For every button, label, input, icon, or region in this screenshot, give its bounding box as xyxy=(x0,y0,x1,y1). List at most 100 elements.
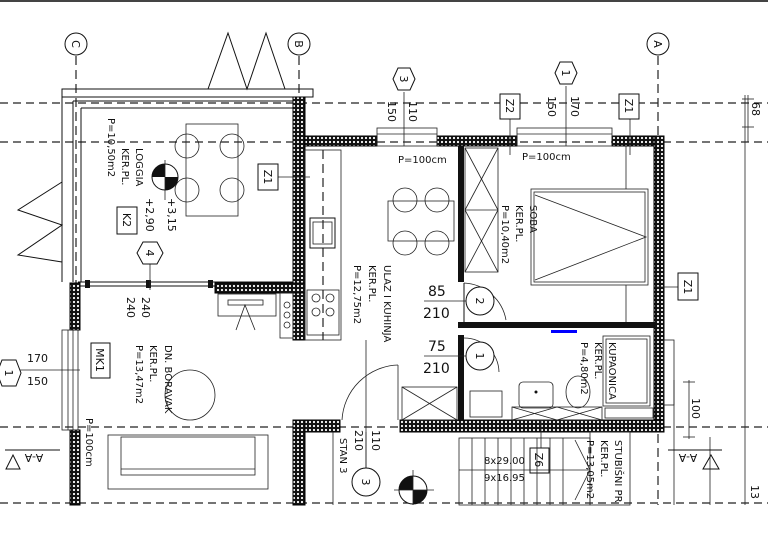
svg-text:110: 110 xyxy=(369,430,382,451)
tag-mk1: MK1 xyxy=(90,342,111,379)
dimension-68: 68 xyxy=(742,95,762,142)
room-label-stairwell: STUBIŠNI PR KER.PL. P=13,05m2 xyxy=(584,440,625,503)
svg-text:KER.PL.: KER.PL. xyxy=(513,205,524,242)
svg-text:DN. BORAVAK: DN. BORAVAK xyxy=(162,345,173,414)
svg-text:3: 3 xyxy=(359,479,372,486)
svg-text:A-A: A-A xyxy=(24,451,43,464)
svg-text:A-A: A-A xyxy=(678,451,697,464)
svg-text:KER.PL.: KER.PL. xyxy=(592,342,603,379)
svg-text:KER.PL.: KER.PL. xyxy=(147,345,158,382)
svg-text:P=10,40m2: P=10,40m2 xyxy=(499,205,510,264)
washing-machine-icon xyxy=(469,390,503,418)
blue-marker xyxy=(551,330,577,333)
svg-text:210: 210 xyxy=(352,430,365,451)
tag-z1-kitchen: Z1 xyxy=(257,163,310,191)
round-table xyxy=(164,369,216,421)
room-label-living: DN. BORAVAK KER.PL. P=13,47m2 xyxy=(133,345,173,414)
svg-text:150: 150 xyxy=(545,96,558,117)
grid-axis-b: B xyxy=(287,32,311,56)
svg-text:1: 1 xyxy=(473,353,486,360)
dining-table-set xyxy=(387,187,455,256)
svg-text:B: B xyxy=(292,40,305,48)
svg-text:75: 75 xyxy=(428,339,446,355)
svg-text:P=12,75m2: P=12,75m2 xyxy=(351,265,362,324)
svg-text:ULAZ I KUHINJA: ULAZ I KUHINJA xyxy=(381,265,392,342)
svg-text:210: 210 xyxy=(423,361,450,377)
svg-text:SOBA: SOBA xyxy=(527,205,538,233)
svg-text:+2,90: +2,90 xyxy=(143,198,156,232)
stairs: 8x29.00 9x16.95 xyxy=(458,431,631,506)
kitchen-counter xyxy=(217,149,342,341)
svg-text:Z1: Z1 xyxy=(622,99,635,114)
sill-note-left: P=100cm xyxy=(83,418,94,467)
section-marker-left: A-A xyxy=(5,449,60,470)
bathtub-icon xyxy=(602,335,651,407)
stove-icon xyxy=(306,289,340,336)
tag-z2: Z2 xyxy=(499,93,521,155)
window-marker-1-top: 1 150 170 xyxy=(545,61,581,146)
living-furniture xyxy=(107,369,269,490)
svg-text:150: 150 xyxy=(27,375,48,388)
loggia-outline xyxy=(16,31,314,288)
washbasin-icon xyxy=(518,381,554,409)
tag-z1-right: Z1 xyxy=(654,272,699,301)
svg-text:Z1: Z1 xyxy=(681,280,694,295)
level-marker-entrance xyxy=(394,470,434,505)
svg-text:240: 240 xyxy=(124,297,137,318)
windows xyxy=(61,127,675,431)
svg-text:240: 240 xyxy=(139,297,152,318)
room-label-bathroom: KUPAONICA KER.PL. P=4,80m2 xyxy=(578,342,617,400)
room-label-bedroom: SOBA KER.PL. P=10,40m2 xyxy=(499,205,538,264)
window-marker-4: 4 240 240 xyxy=(124,241,164,318)
svg-text:100: 100 xyxy=(689,398,702,419)
svg-text:K2: K2 xyxy=(120,213,133,227)
grid-axis-a: A xyxy=(646,32,670,56)
window-marker-3: 3 150 110 xyxy=(385,67,419,146)
svg-text:P=4,80m2: P=4,80m2 xyxy=(578,342,589,395)
stairs-run: 8x29.00 xyxy=(484,456,525,467)
svg-text:170: 170 xyxy=(27,352,48,365)
svg-text:KER.PL.: KER.PL. xyxy=(598,440,609,477)
svg-text:Z6: Z6 xyxy=(532,453,545,468)
sink-icon xyxy=(309,217,336,249)
sill-note-w3: P=100cm xyxy=(398,155,447,166)
cabinet xyxy=(401,386,458,421)
dimension-100: 100 xyxy=(673,380,711,505)
svg-text:P=13,05m2: P=13,05m2 xyxy=(584,440,595,499)
svg-text:P=10,50m2: P=10,50m2 xyxy=(105,118,116,177)
svg-text:2: 2 xyxy=(473,298,486,305)
level-marker-loggia: +3,15 +2,90 xyxy=(143,160,179,232)
svg-text:1: 1 xyxy=(559,70,572,77)
svg-text:MK1: MK1 xyxy=(93,348,106,372)
svg-text:110: 110 xyxy=(406,101,419,122)
tag-z6: Z6 xyxy=(529,420,550,474)
tag-z1-top: Z1 xyxy=(618,93,640,155)
svg-text:210: 210 xyxy=(423,306,450,322)
svg-text:KER.PL.: KER.PL. xyxy=(119,148,130,185)
svg-text:85: 85 xyxy=(428,284,446,300)
svg-text:Z2: Z2 xyxy=(503,99,516,114)
loggia-table-set xyxy=(174,123,245,217)
svg-text:LOGGIA: LOGGIA xyxy=(133,148,144,187)
sill-note-w1: P=100cm xyxy=(522,152,571,163)
bed xyxy=(530,146,649,322)
svg-text:4: 4 xyxy=(143,250,156,257)
window-marker-1-left: 1 170 150 xyxy=(0,352,80,388)
toilet-icon xyxy=(565,375,591,409)
svg-text:+3,15: +3,15 xyxy=(165,198,178,232)
door-2: 85 210 2 xyxy=(423,282,507,322)
door-3-entrance: 3 110 210 STAN 3 xyxy=(332,364,399,505)
svg-text:150: 150 xyxy=(385,101,398,122)
svg-text:3: 3 xyxy=(397,76,410,83)
svg-text:Z1: Z1 xyxy=(261,170,274,185)
sofa xyxy=(107,434,269,490)
svg-text:170: 170 xyxy=(568,96,581,117)
svg-text:STUBIŠNI PR: STUBIŠNI PR xyxy=(612,440,625,503)
bathroom-fixtures xyxy=(401,335,654,421)
grid-axis-c: C xyxy=(64,32,88,56)
svg-text:A: A xyxy=(651,40,664,48)
svg-text:C: C xyxy=(69,40,82,48)
svg-text:KER.PL.: KER.PL. xyxy=(366,265,377,302)
